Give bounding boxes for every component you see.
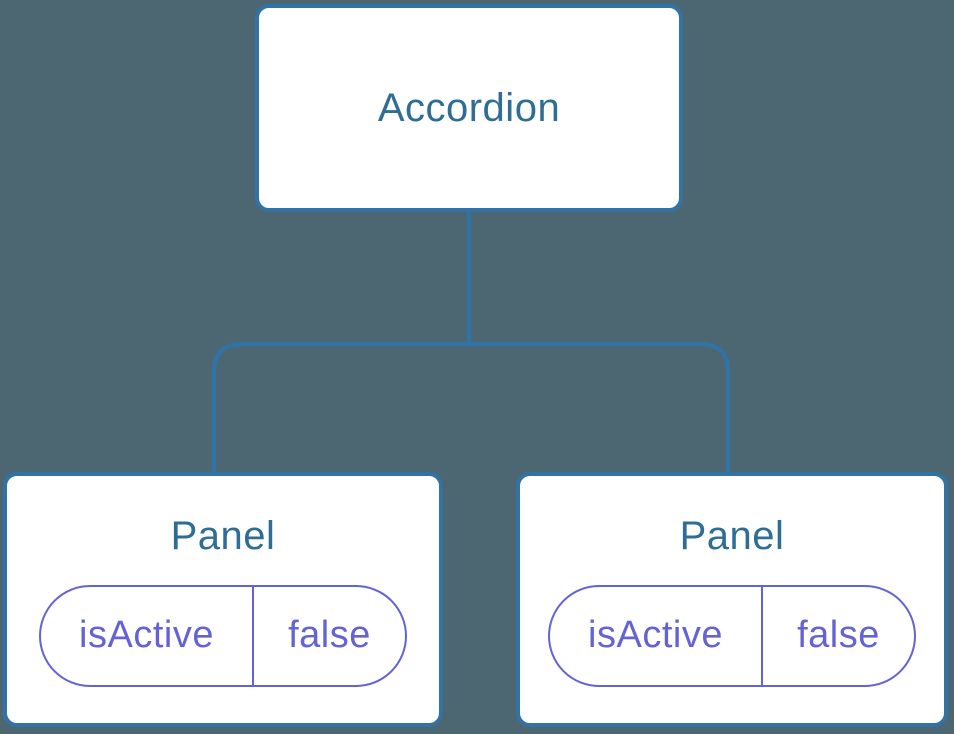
state-pill-left: isActive false bbox=[39, 584, 407, 687]
panel-node-left-label: Panel bbox=[170, 513, 276, 558]
panel-node-right-label: Panel bbox=[679, 513, 785, 558]
state-key-right: isActive bbox=[550, 586, 763, 685]
state-key-left: isActive bbox=[41, 586, 254, 685]
panel-node-right: Panel isActive false bbox=[516, 472, 948, 727]
state-value-right: false bbox=[797, 614, 880, 656]
state-value-left: false bbox=[288, 614, 371, 656]
state-pill-right: isActive false bbox=[548, 584, 916, 687]
accordion-node: Accordion bbox=[255, 4, 683, 212]
accordion-node-label: Accordion bbox=[377, 86, 561, 130]
connector-branch-line bbox=[211, 341, 731, 472]
panel-node-left: Panel isActive false bbox=[3, 472, 443, 727]
